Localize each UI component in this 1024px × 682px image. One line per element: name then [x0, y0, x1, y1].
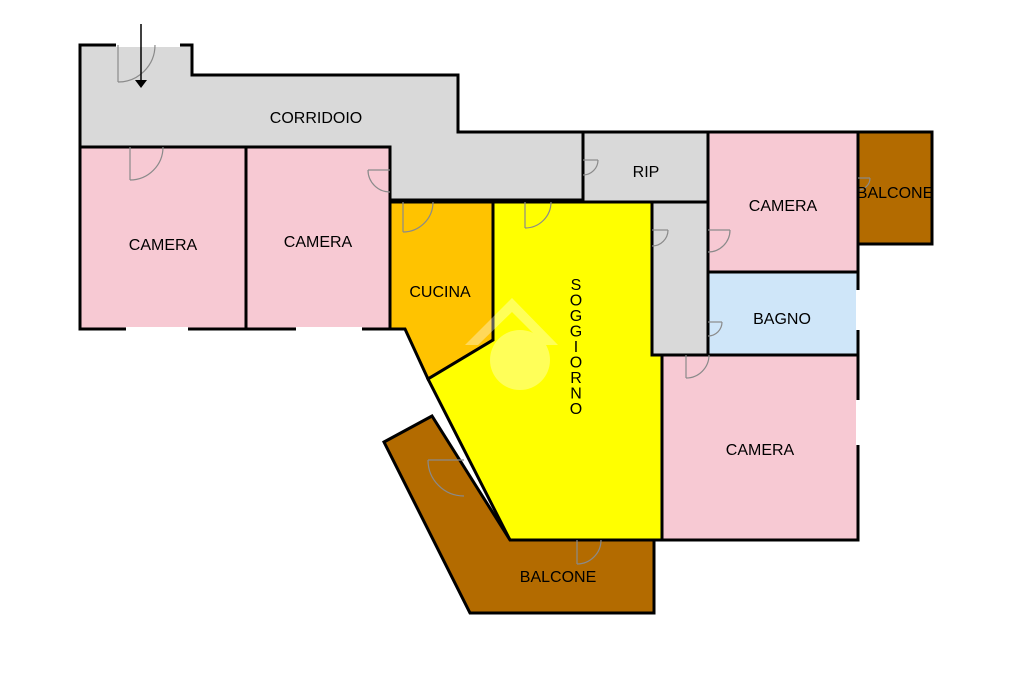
label-cucina: CUCINA [409, 284, 471, 301]
door-rip [582, 159, 599, 176]
door-entrance [117, 44, 156, 83]
door-bagno [707, 321, 723, 337]
room-balcone-large [382, 414, 656, 615]
label-camera-4: CAMERA [726, 442, 795, 459]
entrance-arrow-icon [135, 24, 147, 88]
door-camera-3 [707, 229, 731, 253]
label-camera-3: CAMERA [749, 198, 818, 215]
label-bagno: BAGNO [753, 311, 811, 328]
label-rip: RIP [633, 164, 660, 181]
door-balcone-large [427, 459, 465, 497]
door-camera-2 [367, 169, 391, 193]
door-passage [651, 229, 669, 247]
room-disimpegno [650, 200, 710, 357]
door-cucina [402, 201, 434, 233]
door-camera-4 [685, 354, 710, 379]
label-balcone-small: BALCONE [857, 185, 933, 202]
room-camera-4 [660, 353, 860, 542]
room-balcone-small [856, 130, 934, 246]
label-balcone-large: BALCONE [520, 569, 596, 586]
door-soggiorno [524, 201, 552, 229]
label-camera-1: CAMERA [129, 237, 198, 254]
label-corridoio: CORRIDOIO [270, 110, 362, 127]
door-balcone-small [857, 177, 871, 191]
door-camera-1 [129, 146, 164, 181]
label-camera-2: CAMERA [284, 234, 353, 251]
watermark-logo [465, 298, 558, 390]
door-balcone-soggiorno [576, 539, 602, 565]
